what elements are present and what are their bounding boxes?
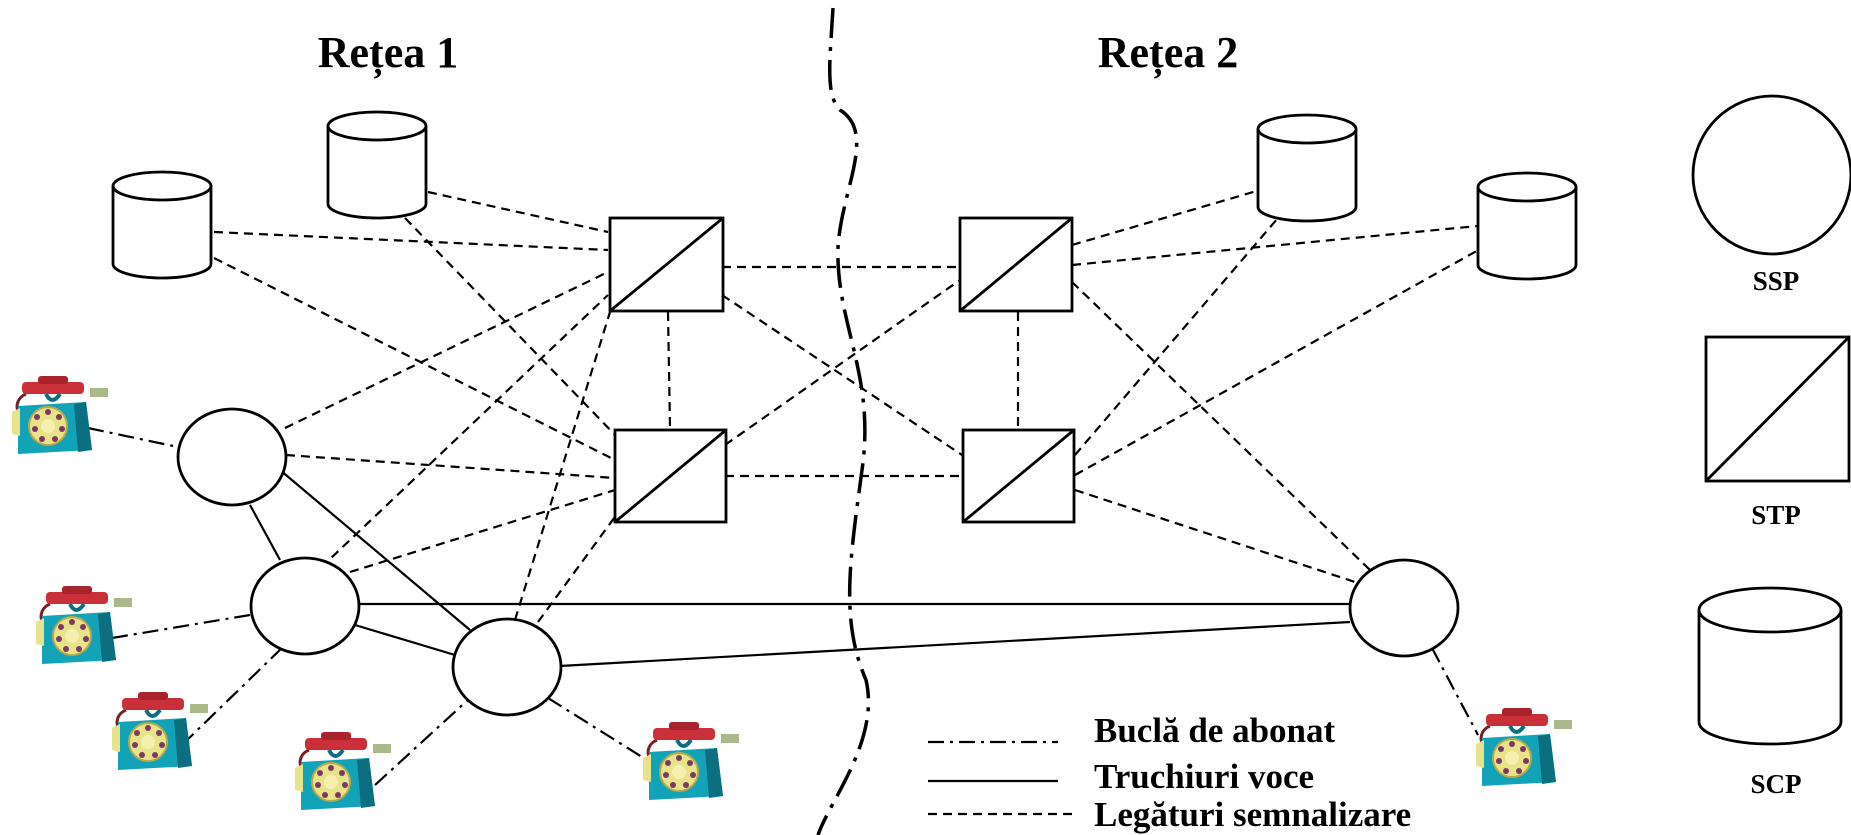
key-panel: SSP STP SCP xyxy=(1691,94,1851,799)
stp-node xyxy=(961,428,1076,524)
key-scp-label: SCP xyxy=(1750,769,1801,799)
telephone-icon xyxy=(1474,706,1574,788)
key-ssp-label: SSP xyxy=(1753,266,1800,296)
ssp-node-icon xyxy=(1691,94,1851,256)
telephone-icon xyxy=(110,690,210,772)
scp-database xyxy=(1476,171,1578,281)
telephone-icon xyxy=(34,584,134,666)
signaling-links xyxy=(213,188,1483,623)
ssp-node xyxy=(176,407,288,507)
subscriber-loops xyxy=(87,426,1479,786)
legend: Buclă de abonat Truchiuri voce Legături … xyxy=(928,711,1411,834)
ssp-node xyxy=(451,617,563,717)
ssp-node xyxy=(1348,558,1460,658)
telephone-icon xyxy=(10,374,110,456)
legend-signaling-links: Legături semnalizare xyxy=(1094,795,1411,834)
network-2-title: Rețea 2 xyxy=(1098,28,1239,78)
legend-voice-trunks: Truchiuri voce xyxy=(1094,757,1314,796)
voice-trunks xyxy=(249,469,1351,668)
scp-database xyxy=(1256,113,1358,223)
stp-node xyxy=(613,428,728,524)
stp-node xyxy=(958,216,1074,313)
ssp-node xyxy=(249,556,361,656)
legend-subscriber-loop: Buclă de abonat xyxy=(1094,711,1335,750)
network-divider xyxy=(816,7,871,835)
network-1-title: Rețea 1 xyxy=(318,28,459,78)
stp-node-icon xyxy=(1704,335,1851,483)
scp-database xyxy=(326,110,428,220)
telephone-icon xyxy=(293,730,393,812)
scp-database xyxy=(111,170,213,280)
stp-node xyxy=(608,216,725,313)
telephone-icon xyxy=(641,720,741,802)
scp-node-icon xyxy=(1697,586,1843,746)
key-stp-label: STP xyxy=(1751,500,1801,530)
